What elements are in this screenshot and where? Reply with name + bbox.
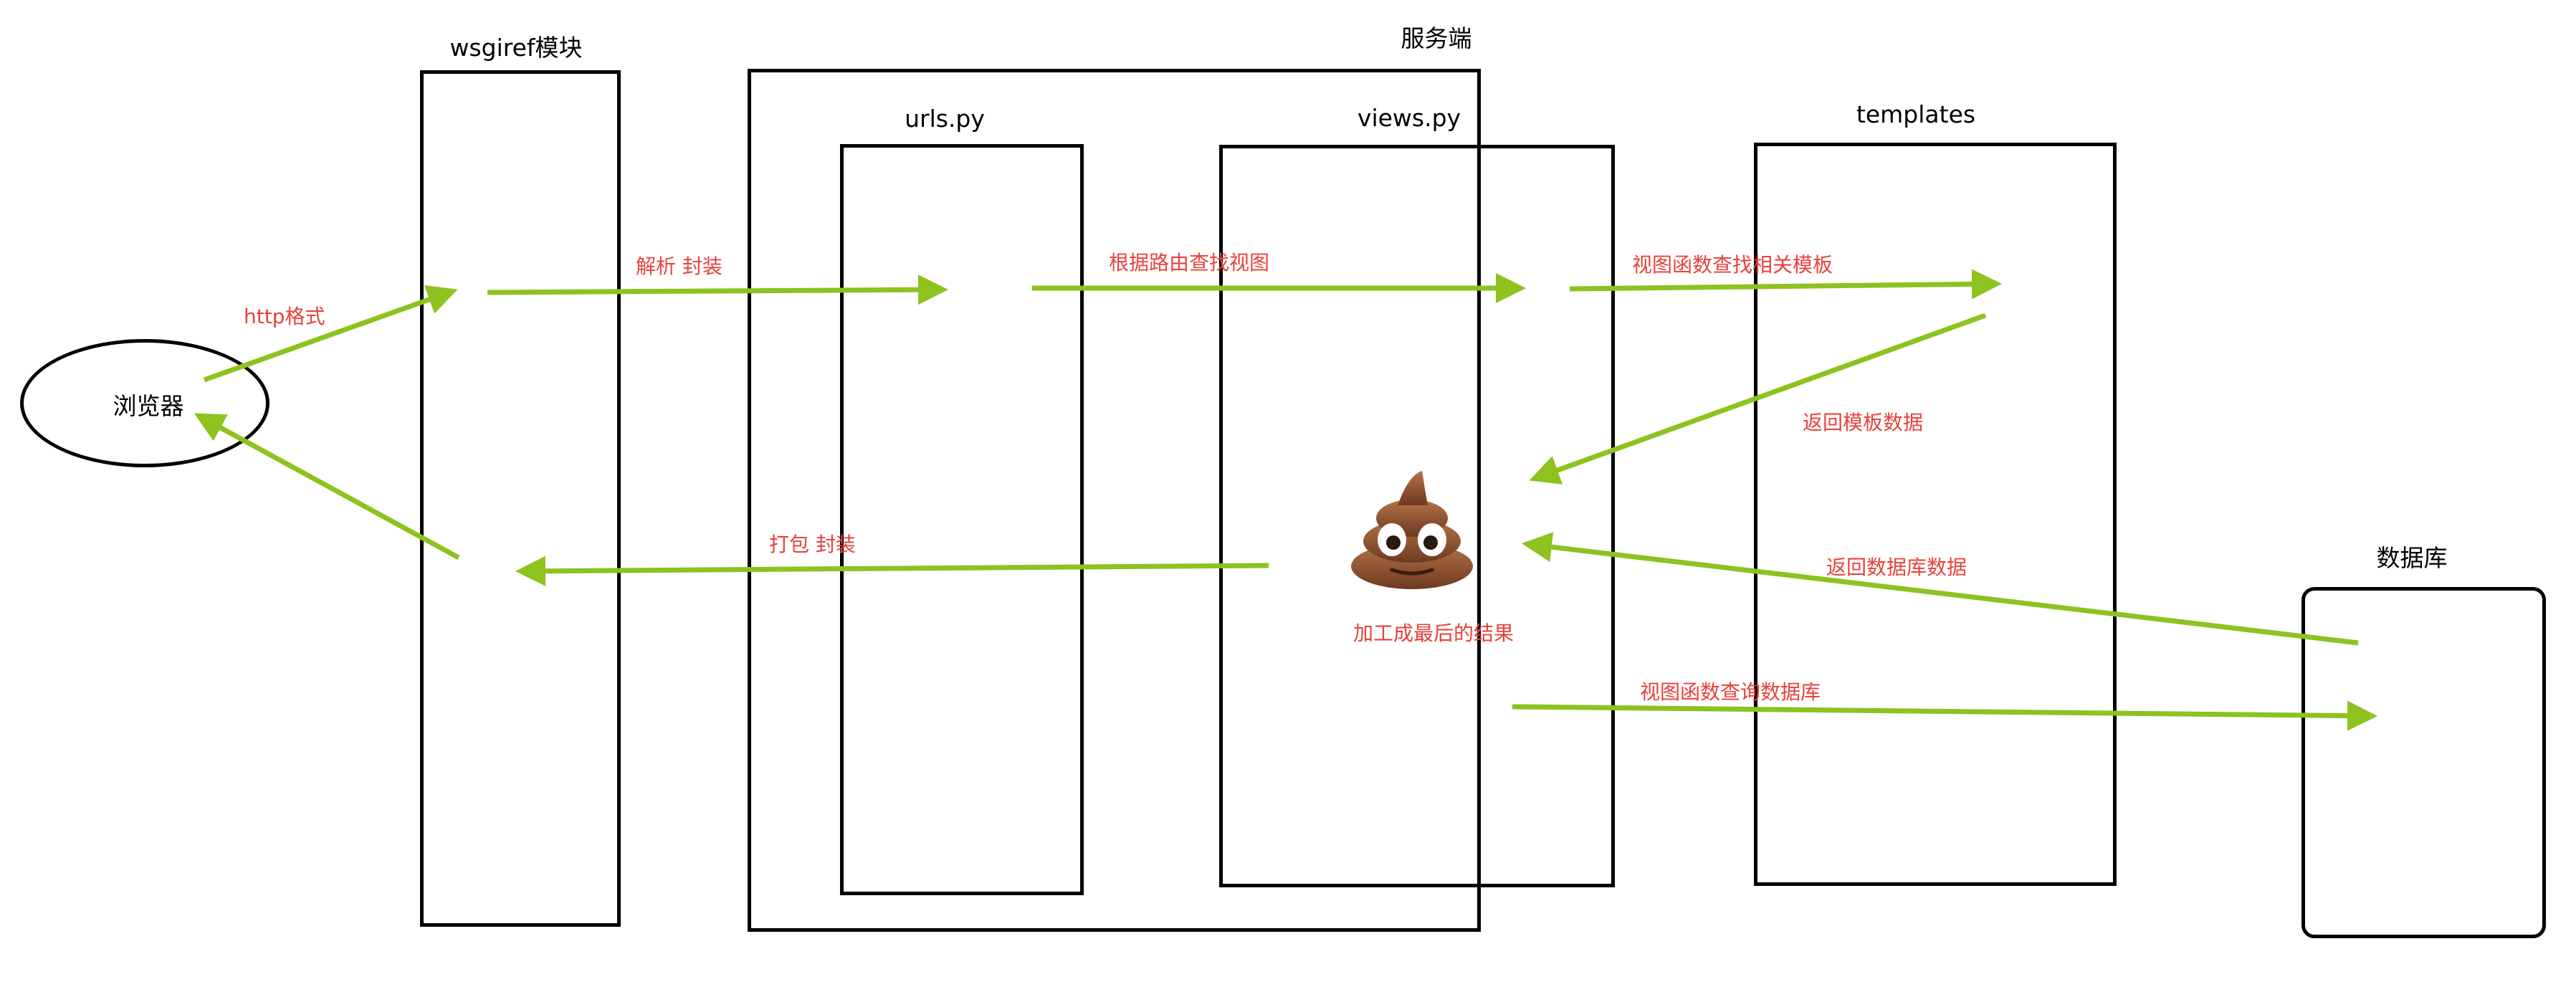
server-label: 服务端 xyxy=(1401,24,1472,52)
label-return-db: 返回数据库数据 xyxy=(1826,555,1967,579)
arrow-pack xyxy=(515,555,1269,586)
arrow-http xyxy=(203,285,458,383)
urls-label: urls.py xyxy=(905,105,985,133)
label-return-template: 返回模板数据 xyxy=(1803,411,1924,434)
label-parse-wrap: 解析 封装 xyxy=(636,254,722,278)
browser-label: 浏览器 xyxy=(113,392,184,420)
templates-box xyxy=(1754,143,2117,886)
label-http-format: http格式 xyxy=(244,305,325,328)
arrow-return-db xyxy=(1522,532,2359,646)
label-route-lookup: 根据路由查找视图 xyxy=(1109,251,1270,275)
arrow-response xyxy=(194,413,460,560)
arrow-parse xyxy=(487,275,948,305)
views-box xyxy=(1219,145,1615,887)
templates-label: templates xyxy=(1856,100,1976,128)
views-label: views.py xyxy=(1357,104,1461,132)
database-box xyxy=(2301,587,2546,938)
label-find-template: 视图函数查找相关模板 xyxy=(1632,253,1833,277)
arrow-return-template xyxy=(1529,313,1987,485)
server-box xyxy=(748,69,1481,932)
label-query-db: 视图函数查询数据库 xyxy=(1640,680,1821,704)
label-pack-wrap: 打包 封装 xyxy=(769,533,856,556)
urls-box xyxy=(840,144,1084,895)
database-label: 数据库 xyxy=(2376,544,2448,572)
arrow-query-db xyxy=(1512,700,2377,731)
poop-emoji-icon xyxy=(1351,471,1473,589)
wsgiref-label: wsgiref模块 xyxy=(449,34,583,62)
wsgiref-box xyxy=(420,70,621,927)
label-final-result: 加工成最后的结果 xyxy=(1353,621,1514,645)
browser-node xyxy=(20,339,269,467)
arrow-find-template xyxy=(1569,269,2002,300)
